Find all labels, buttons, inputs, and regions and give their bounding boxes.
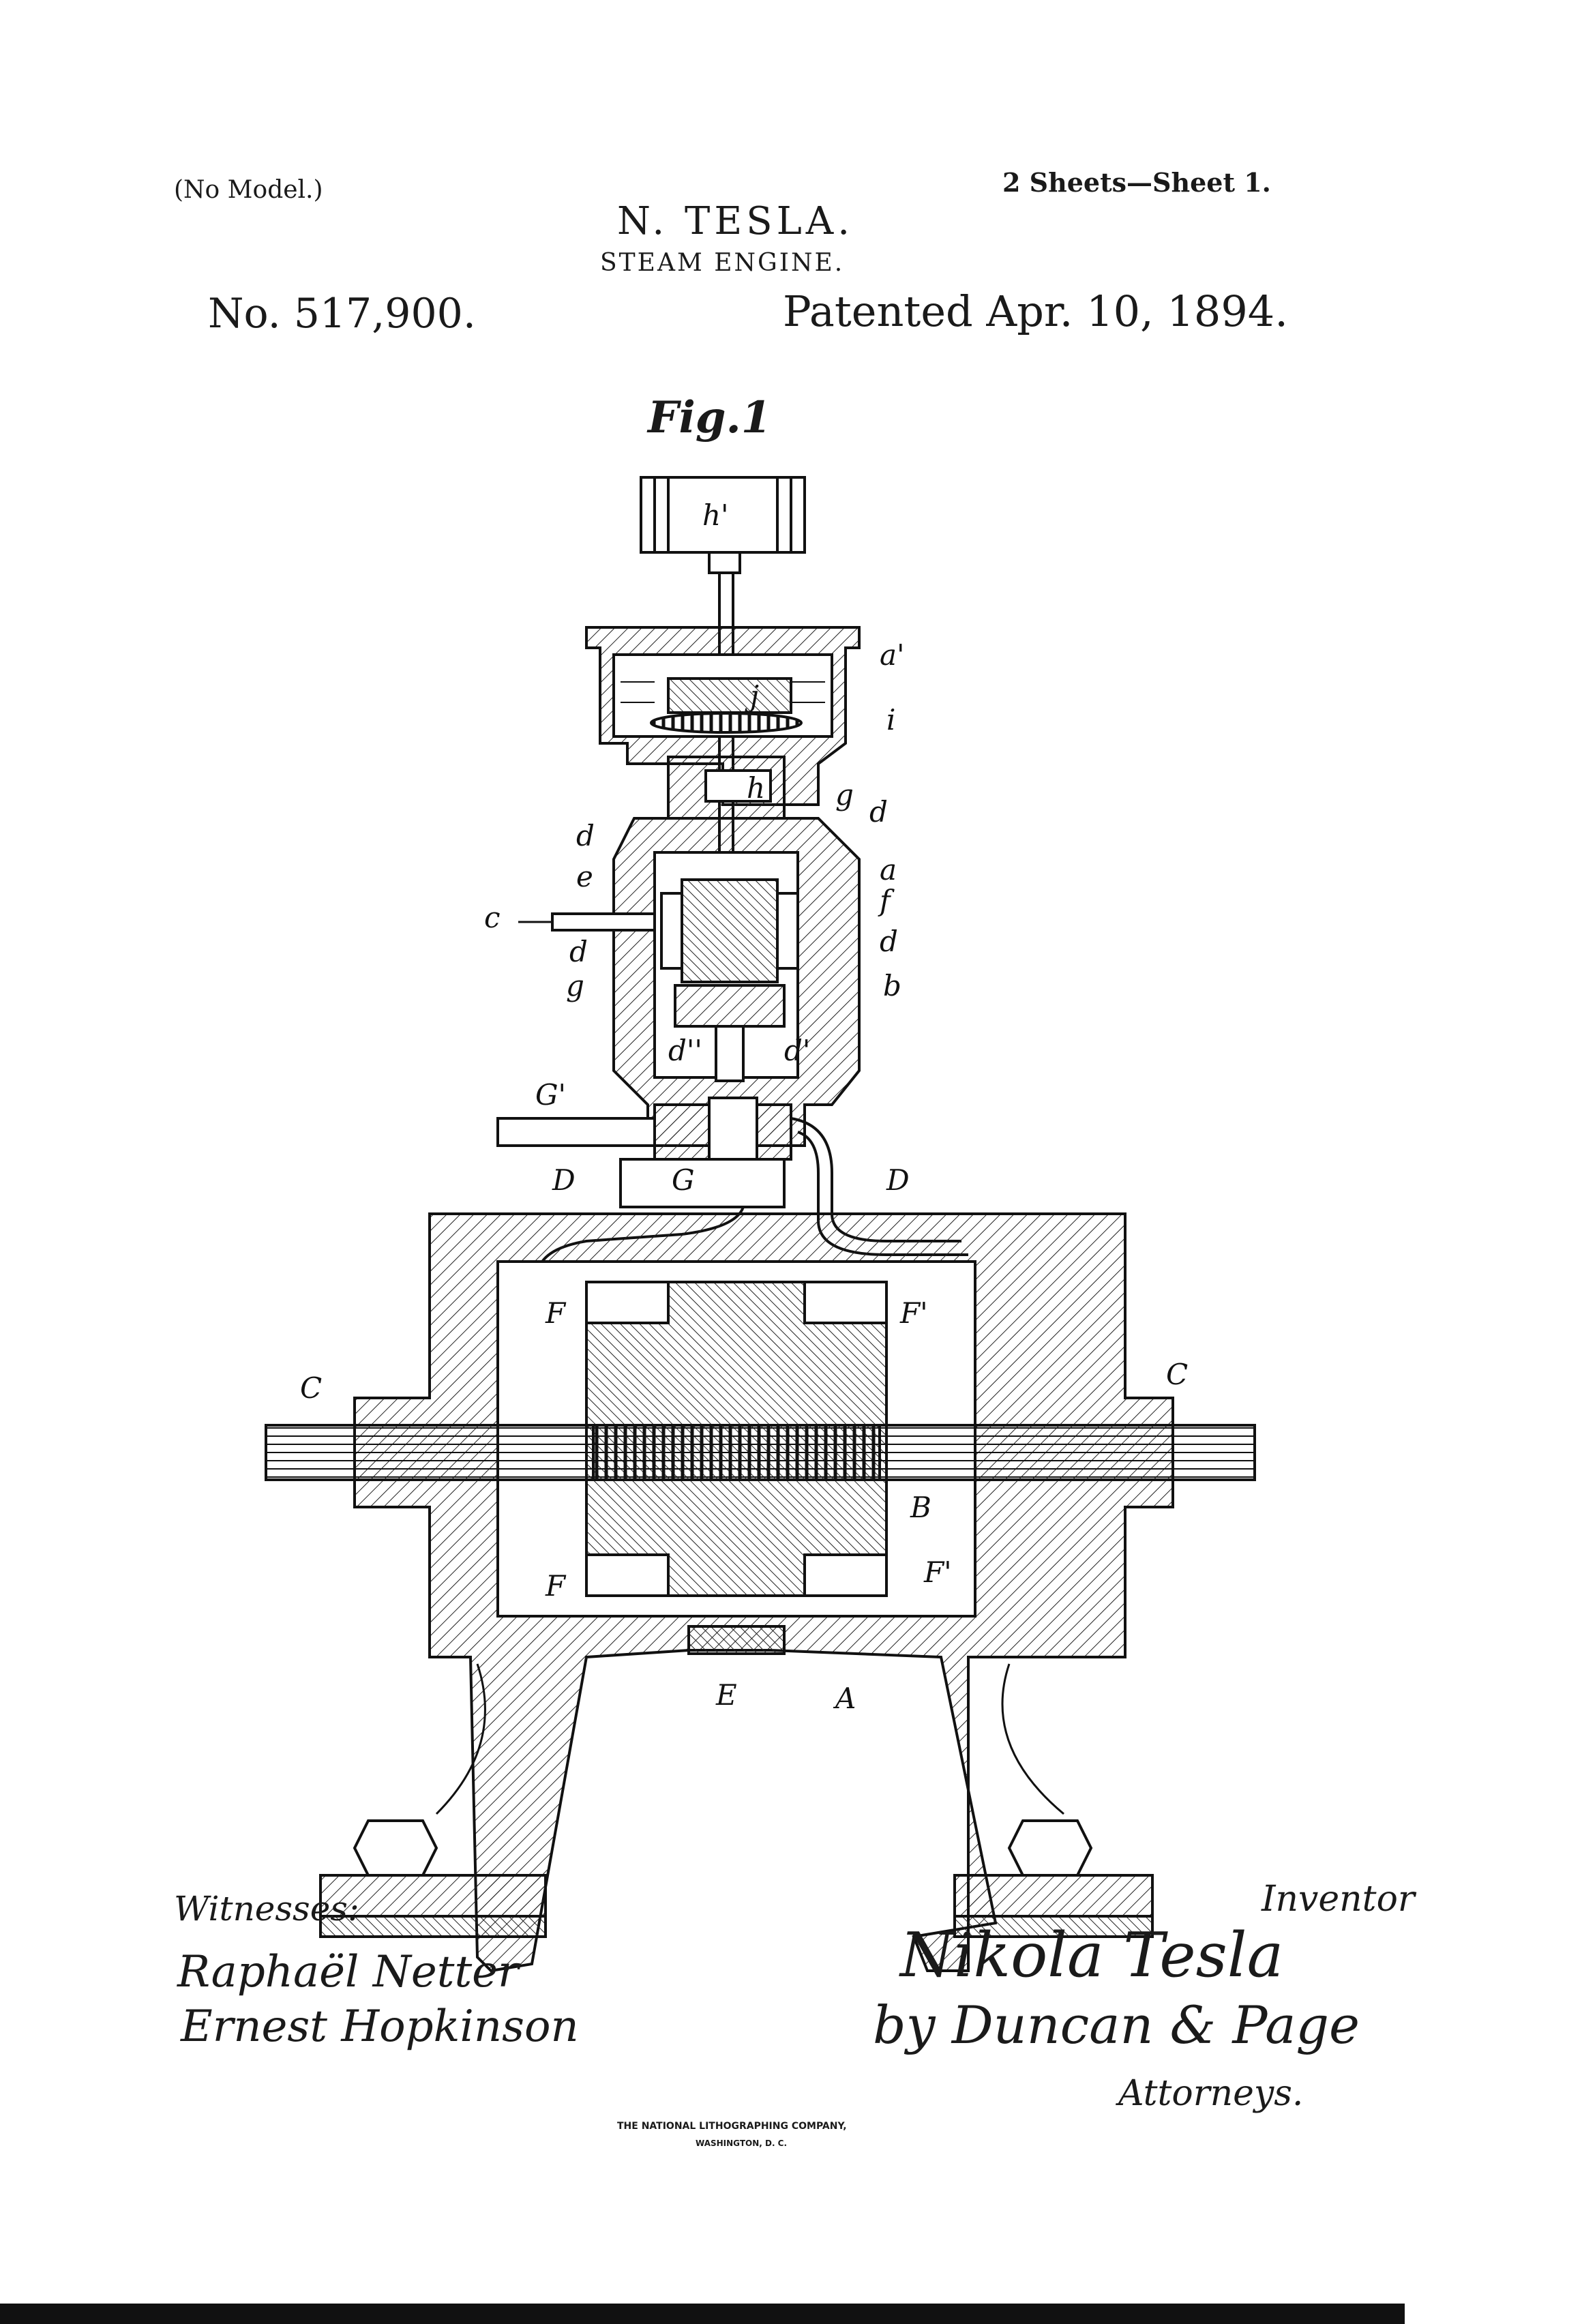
base-right xyxy=(953,1874,1154,1918)
ref-F-bottom: F xyxy=(545,1569,567,1603)
ref-D-left: D xyxy=(552,1163,576,1197)
ref-f: f xyxy=(878,884,895,917)
block-F1-top xyxy=(803,1281,888,1324)
ref-h1: h' xyxy=(702,498,729,532)
ref-F-top: F xyxy=(545,1296,567,1330)
port-c xyxy=(551,912,656,932)
block-F-top xyxy=(585,1281,670,1324)
block-F-bottom xyxy=(585,1553,670,1597)
ref-g-top: g xyxy=(835,778,854,811)
inventor-name: N. TESLA. xyxy=(617,199,854,243)
ref-d2: d'' xyxy=(668,1034,702,1067)
ref-F1-bottom: F' xyxy=(923,1555,952,1589)
ref-a: a xyxy=(880,853,897,887)
ref-d-mid: d xyxy=(569,935,588,968)
ref-F1-top: F' xyxy=(899,1296,928,1330)
witness-signature-1: Raphaël Netter xyxy=(177,1947,519,1997)
patent-date: Patented Apr. 10, 1894. xyxy=(783,286,1288,336)
ref-e: e xyxy=(576,860,593,893)
ref-C-left: C xyxy=(300,1371,322,1405)
inventor-signature: Nikola Tesla xyxy=(900,1920,1284,1991)
bolt-right xyxy=(1007,1819,1093,1877)
ref-h: h xyxy=(747,771,765,805)
patent-number: No. 517,900. xyxy=(208,290,476,338)
attorneys-signature: by Duncan & Page xyxy=(873,1995,1360,2055)
ref-d-left: d xyxy=(576,819,595,852)
base-left xyxy=(319,1874,547,1918)
ref-E: E xyxy=(715,1678,737,1712)
ref-c: c xyxy=(484,901,501,934)
model-note: (No Model.) xyxy=(174,176,323,204)
port-E xyxy=(687,1625,786,1655)
rotor-teeth xyxy=(592,1424,881,1481)
sheet-count: 2 Sheets—Sheet 1. xyxy=(1002,167,1271,198)
ref-g-left: g xyxy=(566,969,584,1002)
part-h xyxy=(704,769,772,803)
ref-b: b xyxy=(883,969,901,1002)
pipe-G1 xyxy=(496,1117,656,1147)
imprint-line-1: THE NATIONAL LITHOGRAPHING COMPANY, xyxy=(617,2121,847,2132)
patent-title: STEAM ENGINE. xyxy=(600,249,845,277)
imprint-line-2: WASHINGTON, D. C. xyxy=(696,2139,788,2148)
scan-edge-bar xyxy=(0,2304,1405,2324)
part-j xyxy=(667,677,792,714)
ref-d-top: d xyxy=(869,795,888,829)
ref-G1: G' xyxy=(535,1078,566,1112)
ref-i: i xyxy=(886,703,895,736)
inventor-label: Inventor xyxy=(1262,1879,1415,1920)
witness-signature-2: Ernest Hopkinson xyxy=(181,2001,579,2052)
ref-D-right: D xyxy=(886,1163,910,1197)
ref-d-right: d xyxy=(880,925,898,958)
bolt-left xyxy=(353,1819,438,1877)
ref-A: A xyxy=(833,1682,856,1715)
block-F1-bottom xyxy=(803,1553,888,1597)
valve-core xyxy=(681,878,779,983)
disk-i xyxy=(650,712,803,734)
witnesses-label: Witnesses: xyxy=(174,1889,359,1928)
ref-a1: a' xyxy=(880,638,905,672)
figure-label: Fig.1 xyxy=(648,392,772,443)
ref-G: G xyxy=(672,1163,695,1197)
attorneys-label: Attorneys. xyxy=(1118,2073,1304,2114)
ref-d1: d' xyxy=(784,1034,810,1067)
ref-C-right: C xyxy=(1166,1358,1188,1391)
ref-B: B xyxy=(910,1491,931,1524)
